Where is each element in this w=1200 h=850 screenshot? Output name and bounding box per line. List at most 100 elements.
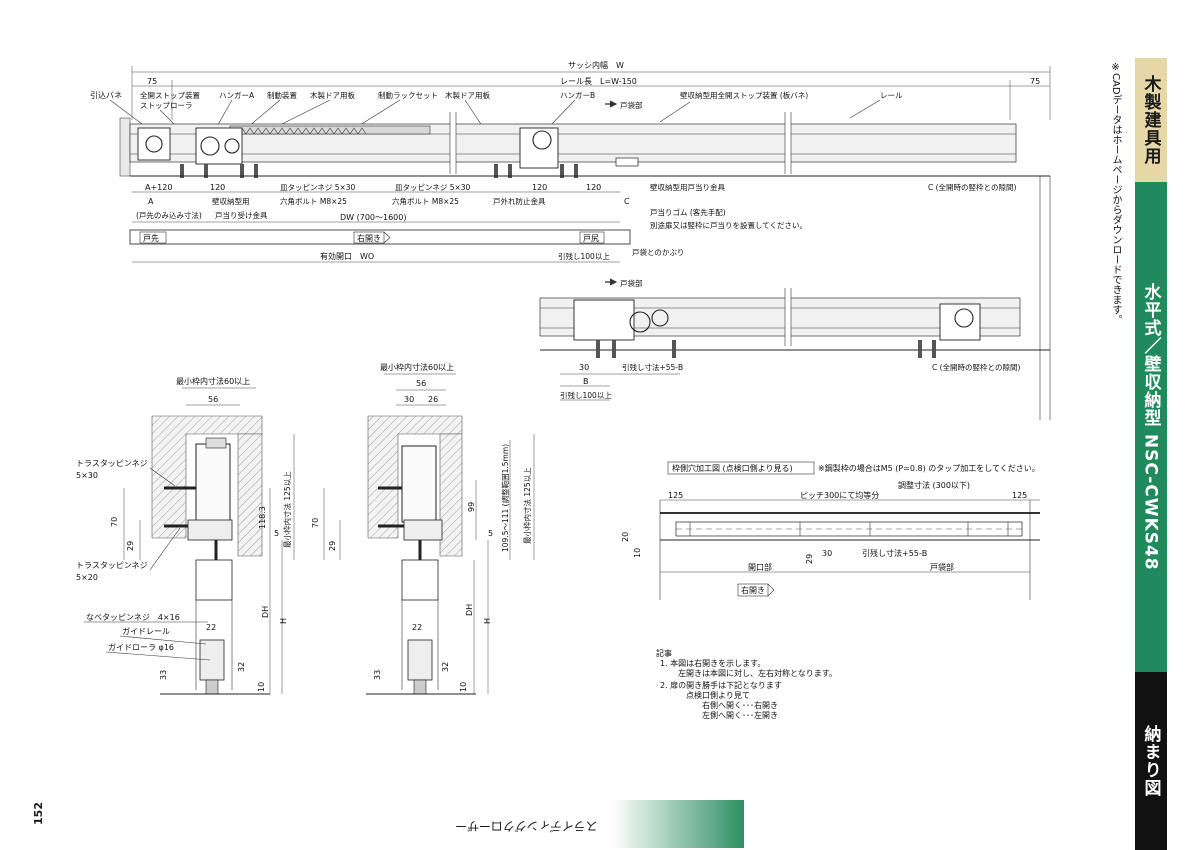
rail-length-label: レール長 L=W-150: [560, 77, 637, 86]
notes-heading: 記事: [656, 648, 672, 658]
second-pull-margin: 引残し100以上: [560, 390, 612, 400]
label-hanger-b: ハンガーB: [560, 90, 595, 100]
left-dim-70: 70: [110, 517, 119, 527]
label-rail: レール: [880, 91, 903, 100]
left-dh: DH: [261, 606, 270, 618]
dim-120-3: 120: [586, 183, 601, 192]
left-min-frame: 最小枠内寸法60以上: [176, 376, 250, 386]
hole-dim-10: 10: [633, 548, 642, 558]
label-plate-screw-2: 皿タッピンネジ 5×30: [395, 183, 471, 192]
right-min-frame-inner: 最小枠内寸法 125以上: [522, 467, 532, 544]
sidebar-section-label: 納まり図: [1140, 725, 1161, 797]
cad-download-note: ※CADデータはホームページからダウンロードできます。: [1110, 62, 1121, 325]
label-brake-rack-set: 制動ラックセット: [378, 90, 438, 100]
dim-effective-opening: 有効開口 WO: [320, 251, 374, 261]
right-h: H: [483, 618, 492, 624]
hole-dim-125-right: 125: [1012, 491, 1027, 500]
hole-title: 枠側穴加工図 (点検口側より見る): [672, 463, 793, 473]
rail-break-lines: [449, 112, 792, 174]
notes-line-5: 右側へ開く･･･右開き: [702, 700, 778, 710]
label-wood-door-plate-1: 木製ドア用板: [310, 90, 355, 100]
label-hex-bolt-1: 六角ボルト M8×25: [280, 196, 347, 206]
left-dim-5: 5: [274, 529, 279, 538]
left-dim-33: 33: [159, 670, 168, 680]
label-wall-type: 壁収納型用: [212, 196, 250, 206]
second-dim-b: B: [583, 377, 589, 386]
section-left: 最小枠内寸法60以上 56 トラスタッピンネジ 5×30 トラスタッピンネジ 5…: [76, 376, 295, 695]
label-outer-stop: 戸外れ防止金具: [493, 196, 546, 206]
right-dim-99: 99: [467, 502, 476, 512]
second-dim-30: 30: [579, 363, 589, 372]
notes-line-1: 1. 本図は右開きを示します。: [660, 658, 765, 668]
right-dim-56: 56: [416, 379, 426, 388]
notes-line-3: 2. 扉の開き勝手は下記となります: [660, 680, 782, 690]
top-plan-view: サッシ内幅 W 75 75 レール長 L=W-150 引込バネ 全開ストップ装置…: [90, 60, 1051, 420]
label-door-stop-receiver: 戸当り受け金具: [215, 210, 268, 220]
left-truss-screw-2: トラスタッピンネジ: [76, 561, 148, 570]
label-door-front: 戸先: [143, 233, 159, 243]
label-separate-stop-note: 別途扉又は竪枠に戸当りを設置してください。: [650, 220, 807, 230]
section-right: 最小枠内寸法60以上 56 30 26 70 29 99 109.5～111 (…: [311, 362, 535, 695]
hole-open-right: 右開き: [741, 585, 765, 595]
hole-pitch: ピッチ300にて均等分: [800, 490, 879, 500]
dim-75-left: 75: [147, 77, 157, 86]
label-stop-roller: ストップローラ: [140, 101, 193, 110]
notes-block: 記事 1. 本図は右開きを示します。 左開きは本図に対し、左右対称となります。 …: [656, 648, 837, 720]
hole-pull-dim: 引残し寸法+55-B: [862, 548, 927, 558]
page-number: 152: [32, 802, 45, 825]
hole-opening: 開口部: [748, 562, 772, 572]
right-dim-22: 22: [412, 623, 422, 632]
label-door-stop-rubber: 戸当りゴム (客先手配): [650, 207, 726, 217]
label-pocket-overlap: 戸袋とのかぶり: [632, 247, 684, 257]
hole-pocket: 戸袋部: [930, 562, 954, 572]
left-pan-screw: なべタッピンネジ 4×16: [86, 613, 180, 622]
label-pull-spring: 引込バネ: [90, 91, 122, 100]
right-dim-29: 29: [328, 541, 337, 551]
label-full-open-stop: 全開ストップ装置: [140, 90, 200, 100]
right-dh: DH: [465, 604, 474, 616]
left-guide-roller: ガイドローラ φ16: [108, 642, 174, 652]
label-pocket: 戸袋部: [620, 100, 643, 110]
right-dim-5: 5: [488, 529, 493, 538]
sidebar-section: 納まり図: [1135, 672, 1167, 850]
right-dim-30: 30: [404, 395, 414, 404]
dim-120-2: 120: [532, 183, 547, 192]
right-dim-33: 33: [373, 670, 382, 680]
notes-line-6: 左側へ開く･･･左開き: [702, 710, 778, 720]
left-dim-10: 10: [257, 682, 266, 692]
left-min-frame-inner: 最小枠内寸法 125以上: [282, 471, 292, 548]
footer-gradient-band: [612, 800, 744, 848]
footer-series-title: スライディングクローザー: [455, 819, 598, 833]
label-hanger-a: ハンガーA: [219, 90, 255, 100]
hole-adjust: 調整寸法 (300以下): [898, 480, 970, 490]
right-dim-26: 26: [428, 395, 438, 404]
label-wood-door-plate-2: 木製ドア用板: [445, 90, 490, 100]
right-dim-10: 10: [459, 682, 468, 692]
left-dim-32: 32: [237, 662, 246, 672]
label-c-full-open: C (全開時の竪枠との隙間): [928, 182, 1016, 192]
left-truss-size-2: 5×20: [76, 573, 98, 582]
hole-dim-29: 29: [805, 554, 814, 564]
label-wall-stop-device: 壁収納型用全開ストップ装置 (板バネ): [680, 90, 808, 100]
dim-a-note: (戸先のみ込み寸法): [136, 210, 202, 220]
left-truss-size-1: 5×30: [76, 471, 98, 480]
second-pocket-label: 戸袋部: [620, 278, 643, 288]
dim-75-right: 75: [1030, 77, 1040, 86]
left-dim-56: 56: [208, 395, 218, 404]
left-h: H: [279, 618, 288, 624]
right-dim-32: 32: [441, 662, 450, 672]
hole-dim-30: 30: [822, 549, 832, 558]
right-dim-70: 70: [311, 518, 320, 528]
fasteners-row: [180, 164, 578, 178]
left-dim-29: 29: [126, 541, 135, 551]
label-wall-door-stop: 壁収納型用戸当り金具: [650, 182, 725, 192]
sidebar-type-label: 水平式／壁収納型 NSC-CWKS48: [1140, 283, 1161, 571]
label-pull-margin: 引残し100以上: [558, 251, 610, 261]
label-brake: 制動装置: [267, 90, 297, 100]
hole-note: ※鋼製枠の場合はM5 (P=0.8) のタップ加工をしてください。: [818, 463, 1040, 473]
notes-line-2: 左開きは本図に対し、左右対称となります。: [678, 668, 837, 678]
sidebar-category: 木製建具用: [1135, 58, 1167, 182]
label-plate-screw-1: 皿タッピンネジ 5×30: [280, 183, 356, 192]
hole-dim-20: 20: [621, 532, 630, 542]
